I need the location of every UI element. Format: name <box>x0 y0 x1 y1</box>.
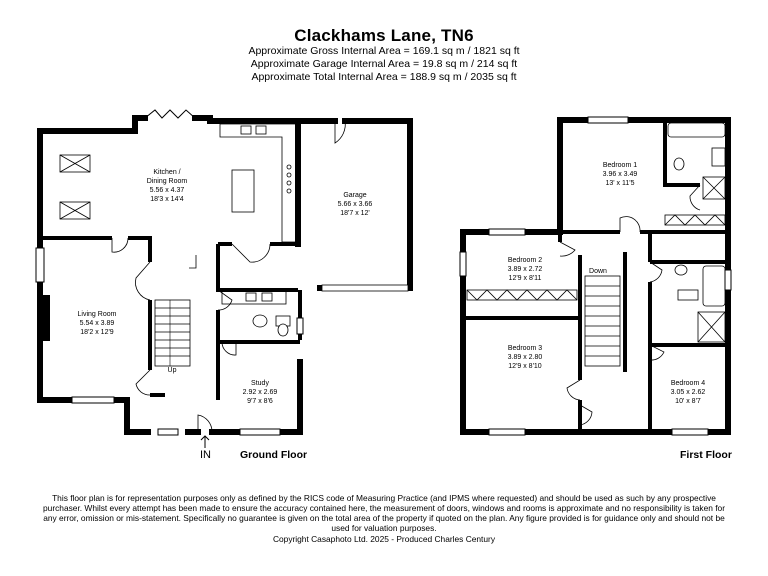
first-windows <box>459 116 732 436</box>
first-floor-fixtures <box>667 122 726 343</box>
bedroom3-metric: 3.89 x 2.80 <box>508 354 543 361</box>
first-staircase <box>584 275 621 367</box>
kitchen-worktop <box>219 123 297 243</box>
garage-door <box>321 284 409 292</box>
disclaimer-text: This floor plan is for representation pu… <box>43 493 725 533</box>
study-metric: 2.92 x 2.69 <box>243 389 278 396</box>
kitchen-island <box>231 169 255 213</box>
first-floor-label: First Floor <box>680 449 732 461</box>
bedroom1-metric: 3.96 x 3.49 <box>603 171 638 178</box>
garage-imperial: 18'7 x 12' <box>340 210 370 217</box>
ground-stair-label: Up <box>168 367 177 374</box>
kitchen-metric: 5.56 x 4.37 <box>150 187 185 194</box>
bedroom2-imperial: 12'9 x 8'11 <box>509 275 542 282</box>
kitchen-name-line2: Dining Room <box>147 178 188 185</box>
kitchen-name-line1: Kitchen / <box>153 169 180 176</box>
roof-windows <box>59 154 91 220</box>
bifold-doors <box>144 109 196 119</box>
ground-staircase <box>154 299 191 367</box>
bedroom4-name: Bedroom 4 <box>671 380 705 387</box>
first-door-swings <box>559 184 701 426</box>
living-room-metric: 5.54 x 3.89 <box>80 320 115 327</box>
ground-floor-walls <box>37 115 413 435</box>
bedroom2-metric: 3.89 x 2.72 <box>508 266 543 273</box>
garage-name: Garage <box>343 192 366 199</box>
ground-windows <box>35 247 304 436</box>
gross-internal-area: Approximate Gross Internal Area = 169.1 … <box>248 45 520 57</box>
property-title: Clackhams Lane, TN6 <box>294 26 474 45</box>
study-name: Study <box>251 380 269 387</box>
cloakroom-fixtures <box>252 314 291 337</box>
kitchen-imperial: 18'3 x 14'4 <box>150 196 184 203</box>
living-room-name: Living Room <box>78 311 117 318</box>
entrance-arrow-icon <box>200 435 210 448</box>
fireplace <box>40 295 50 341</box>
first-stair-label: Down <box>589 268 607 275</box>
utility-worktop <box>221 290 287 305</box>
bedroom2-name: Bedroom 2 <box>508 257 542 264</box>
ground-door-swings <box>111 120 346 433</box>
garage-metric: 5.66 x 3.66 <box>338 201 373 208</box>
bedroom4-metric: 3.05 x 2.62 <box>671 389 706 396</box>
bedroom1-imperial: 13' x 11'5 <box>605 180 634 187</box>
first-floor-plan: Down Bedroom 1 3.96 x 3.49 13' x 11'5 Be… <box>459 116 732 461</box>
bedroom4-imperial: 10' x 8'7 <box>675 398 701 405</box>
garage-internal-area: Approximate Garage Internal Area = 19.8 … <box>250 58 518 70</box>
bedroom3-name: Bedroom 3 <box>508 345 542 352</box>
study-imperial: 9'7 x 8'6 <box>247 398 273 405</box>
ground-floor-plan: IN Up Kitchen / Dining Room 5.56 x 4.37 … <box>35 109 413 461</box>
first-floor-interior-walls <box>463 120 728 432</box>
ground-floor-label: Ground Floor <box>240 449 307 461</box>
bedroom3-imperial: 12'9 x 8'10 <box>508 363 542 370</box>
copyright-text: Copyright Casaphoto Ltd. 2025 - Produced… <box>272 534 496 544</box>
living-room-imperial: 18'2 x 12'9 <box>80 329 114 336</box>
fitted-wardrobes <box>466 214 726 301</box>
bedroom1-name: Bedroom 1 <box>603 162 637 169</box>
entrance-label: IN <box>200 449 211 461</box>
total-internal-area: Approximate Total Internal Area = 188.9 … <box>251 71 517 83</box>
